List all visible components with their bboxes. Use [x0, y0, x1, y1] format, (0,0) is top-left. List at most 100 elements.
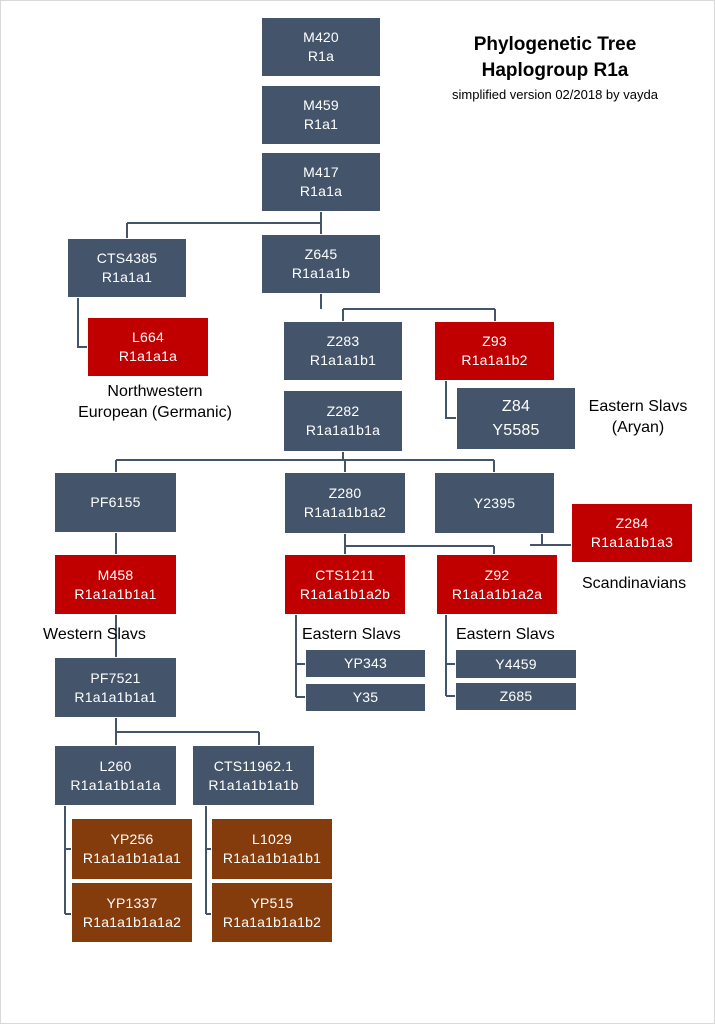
diagram-title-block: Phylogenetic Tree Haplogroup R1a simplif…	[440, 32, 670, 104]
node-snp: YP515	[250, 894, 294, 911]
node-m458: M458 R1a1a1b1a1	[54, 554, 177, 615]
node-z280: Z280 R1a1a1b1a2	[284, 472, 406, 534]
node-haplogroup: R1a1a1b1a1	[74, 585, 157, 602]
node-haplogroup: R1a1a1b1a1b2	[222, 913, 322, 930]
node-haplogroup: R1a1a1b1	[309, 352, 377, 368]
connector-z93-z84	[445, 381, 458, 419]
node-haplogroup: R1a1a1b1a1	[74, 688, 157, 705]
node-haplogroup: R1a1a1b1a3	[590, 534, 674, 550]
node-haplogroup: R1a1a1b1a1b	[208, 776, 299, 793]
node-m420: M420 R1a	[261, 17, 381, 77]
node-z685: Z685	[455, 682, 577, 711]
node-haplogroup: Y5585	[492, 421, 540, 439]
node-snp: M417	[303, 164, 339, 180]
node-haplogroup: R1a1a1b1a	[305, 422, 381, 438]
node-haplogroup: R1a1a1b2	[461, 352, 528, 368]
node-z93: Z93 R1a1a1b2	[434, 321, 555, 381]
node-haplogroup: R1a1a1b1a2b	[299, 585, 391, 602]
title-line-2: Haplogroup R1a	[481, 60, 629, 81]
node-l664: L664 R1a1a1a	[87, 317, 209, 377]
node-cts4385: CTS4385 R1a1a1	[67, 238, 187, 298]
label-eastern-slavs-aryan: Eastern Slavs (Aryan)	[578, 396, 698, 438]
node-cts11962: CTS11962.1 R1a1a1b1a1b	[192, 745, 315, 806]
connector-z92-children	[445, 615, 456, 697]
node-haplogroup: R1a1	[303, 116, 339, 132]
node-snp: Z645	[304, 246, 338, 262]
node-haplogroup: R1a1a1b1a1a	[70, 776, 161, 793]
subtitle: simplified version 02/2018 by vayda	[452, 87, 658, 102]
node-haplogroup: R1a1a1b1a1b1	[222, 850, 322, 866]
node-yp515: YP515 R1a1a1b1a1b2	[211, 882, 333, 943]
connector-z645-split	[320, 294, 496, 322]
connector-cts1211-children	[295, 615, 306, 698]
node-snp: CTS11962.1	[213, 757, 294, 774]
node-snp: Z282	[326, 403, 360, 419]
node-haplogroup: R1a1a1b1a1a2	[82, 913, 182, 930]
connector-pf7521-split	[115, 718, 260, 746]
node-snp: L1029	[252, 831, 292, 847]
node-snp: Y4459	[495, 655, 537, 672]
node-snp: Z93	[482, 333, 507, 349]
title-line-1: Phylogenetic Tree	[473, 34, 637, 55]
node-snp: L664	[132, 329, 164, 345]
node-z92: Z92 R1a1a1b1a2a	[436, 554, 558, 615]
label-line: European (Germanic)	[78, 404, 232, 421]
node-snp: Y35	[352, 689, 379, 705]
node-cts1211: CTS1211 R1a1a1b1a2b	[284, 554, 406, 615]
node-z84: Z84 Y5585	[456, 387, 576, 450]
node-pf7521: PF7521 R1a1a1b1a1	[54, 657, 177, 718]
node-snp: Z284	[615, 515, 649, 531]
connector-l260-children	[64, 805, 72, 915]
node-snp: CTS4385	[96, 250, 158, 266]
node-snp: PF6155	[90, 494, 141, 510]
node-m459: M459 R1a1	[261, 85, 381, 145]
node-snp: YP343	[343, 655, 388, 671]
node-snp: M459	[303, 97, 339, 113]
node-m417: M417 R1a1a	[261, 152, 381, 212]
node-snp: M458	[97, 566, 134, 583]
node-snp: YP256	[110, 831, 154, 847]
node-snp: YP1337	[106, 894, 158, 911]
label-line: (Aryan)	[611, 419, 665, 436]
label-line: Northwestern	[107, 383, 203, 400]
label-eastern-slavs-cts1211: Eastern Slavs	[302, 626, 401, 643]
node-haplogroup: R1a1a1a	[118, 348, 178, 364]
label-line: Eastern Slavs	[588, 398, 688, 415]
node-haplogroup: R1a	[307, 48, 335, 64]
node-z284: Z284 R1a1a1b1a3	[571, 503, 693, 563]
node-snp: CTS1211	[315, 566, 375, 583]
node-snp: L260	[99, 757, 132, 774]
connector-z282-split	[115, 452, 495, 472]
node-snp: Z685	[499, 688, 533, 704]
node-haplogroup: R1a1a1b	[291, 265, 351, 281]
node-z645: Z645 R1a1a1b	[261, 234, 381, 294]
node-snp: Z92	[484, 566, 510, 583]
node-yp343: YP343	[305, 649, 426, 678]
label-eastern-slavs-z92: Eastern Slavs	[456, 626, 555, 643]
node-y35: Y35	[305, 683, 426, 712]
label-scandinavians: Scandinavians	[582, 575, 687, 592]
node-yp1337: YP1337 R1a1a1b1a1a2	[71, 882, 193, 943]
label-northwestern-european: Northwestern European (Germanic)	[50, 381, 260, 423]
node-snp: Y2395	[473, 494, 516, 511]
node-snp: Z280	[328, 485, 362, 501]
node-z282: Z282 R1a1a1b1a	[283, 390, 403, 452]
node-pf6155: PF6155	[54, 472, 177, 533]
connector-m417-split	[126, 211, 322, 238]
connector-z280-split	[344, 534, 495, 555]
node-y4459: Y4459	[455, 649, 577, 679]
node-z283: Z283 R1a1a1b1	[283, 321, 403, 381]
connector-cts4385-l664	[77, 298, 88, 348]
label-western-slavs: Western Slavs	[43, 626, 146, 643]
node-l260: L260 R1a1a1b1a1a	[54, 745, 177, 806]
node-l1029: L1029 R1a1a1b1a1b1	[211, 818, 333, 880]
node-haplogroup: R1a1a1b1a2	[303, 504, 387, 520]
node-snp: M420	[303, 29, 339, 45]
node-yp256: YP256 R1a1a1b1a1a1	[71, 818, 193, 880]
node-snp: Z283	[326, 333, 360, 349]
connector-y2395-z284	[530, 534, 572, 546]
node-haplogroup: R1a1a1	[101, 269, 153, 285]
node-snp: Z84	[501, 397, 531, 415]
node-y2395: Y2395	[434, 472, 555, 534]
node-haplogroup: R1a1a1b1a1a1	[82, 850, 182, 866]
